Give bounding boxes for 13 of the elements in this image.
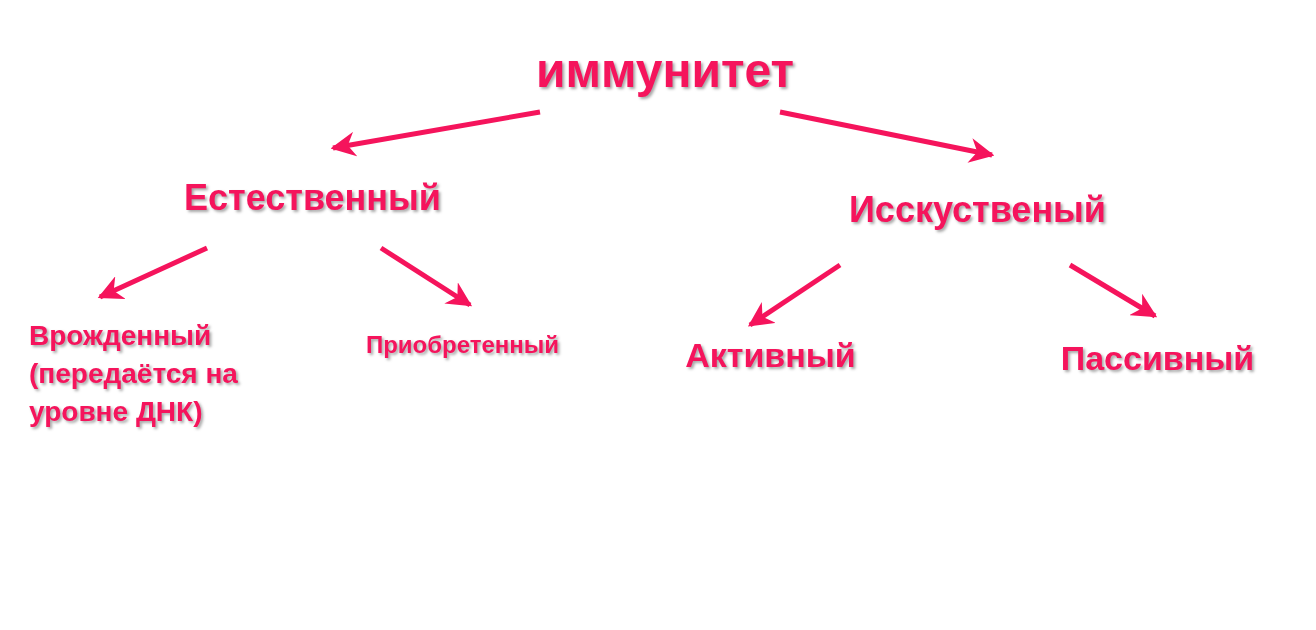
arrow: [97, 245, 209, 300]
node-label: Исскуственый: [849, 188, 1106, 232]
arrow: [779, 109, 995, 163]
node-label: Приобретенный: [365, 330, 560, 360]
node-label: Врожденный (передаётся на уровне ДНК): [29, 319, 239, 429]
arrow: [1068, 262, 1158, 319]
node-label: Активный: [685, 334, 856, 376]
arrow: [747, 262, 842, 328]
node-label: Естественный: [184, 176, 441, 220]
arrow: [379, 245, 473, 308]
node-label: иммунитет: [535, 43, 795, 99]
arrow: [330, 109, 541, 157]
node-label: Пассивный: [1060, 337, 1255, 379]
